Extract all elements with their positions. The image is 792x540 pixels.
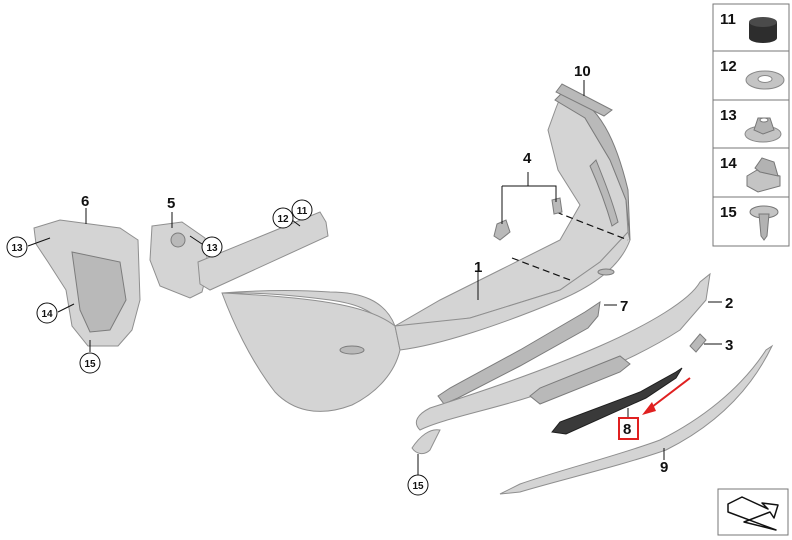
reflector-piece: [689, 333, 707, 353]
callouts: 1 2 3 4 5 6 7 9 10: [81, 63, 733, 476]
diffuser-panel: [411, 272, 711, 455]
svg-text:13: 13: [720, 107, 737, 124]
callout-10: 10: [574, 63, 591, 80]
highlight-box: [618, 417, 639, 440]
clip-nut-icon: [746, 157, 781, 193]
svg-text:12: 12: [277, 214, 289, 225]
legend-row-15: 15: [720, 204, 779, 241]
callout-1: 1: [474, 259, 482, 276]
svg-text:12: 12: [720, 58, 737, 75]
svg-text:13: 13: [11, 243, 23, 254]
lower-trim-strip: [499, 344, 774, 495]
highlight-callout-8: 8: [618, 377, 691, 440]
fastener-legend: 11 12 13 14: [712, 3, 790, 247]
side-bracket-6: [33, 219, 141, 347]
svg-text:15: 15: [84, 359, 96, 370]
side-bracket-5: [149, 221, 209, 299]
svg-text:15: 15: [412, 481, 424, 492]
rubber-stop-icon: [749, 17, 777, 43]
circled-13-mid: 13: [201, 236, 223, 258]
highlight-arrow: [647, 377, 691, 411]
svg-text:11: 11: [297, 206, 308, 217]
legend-row-13: 13: [720, 107, 782, 143]
circled-11: 11: [291, 199, 313, 221]
grille-strip: [551, 367, 683, 435]
spoiler-strip: [555, 83, 613, 117]
callout-5: 5: [167, 195, 175, 212]
callout-7: 7: [620, 298, 628, 315]
svg-text:14: 14: [41, 309, 53, 320]
callout-2: 2: [725, 295, 733, 312]
svg-text:14: 14: [720, 155, 737, 172]
highlight-arrowhead: [642, 402, 656, 415]
legend-row-14: 14: [720, 155, 781, 193]
circled-14: 14: [36, 302, 58, 324]
bracket-pair: [493, 197, 563, 241]
circled-15-left: 15: [79, 352, 101, 374]
circled-15-bottom: 15: [407, 474, 429, 496]
guide-rail: [197, 211, 329, 291]
svg-text:13: 13: [206, 243, 218, 254]
callout-6: 6: [81, 193, 89, 210]
leader-lines: [27, 80, 722, 476]
callout-8: 8: [623, 421, 631, 438]
callout-4: 4: [523, 150, 532, 167]
rear-bumper-panel: [221, 89, 631, 412]
expanding-rivet-icon: [749, 205, 779, 241]
arrow-navigation-icon[interactable]: [717, 488, 789, 536]
flange-nut-icon: [744, 117, 782, 143]
callout-3: 3: [725, 337, 733, 354]
washer-icon: [745, 70, 785, 90]
svg-text:15: 15: [720, 204, 737, 221]
legend-row-12: 12: [720, 58, 785, 90]
circled-13-left: 13: [6, 236, 28, 258]
circled-12: 12: [272, 207, 294, 229]
legend-row-11: 11: [720, 11, 777, 43]
callout-9: 9: [660, 459, 668, 476]
svg-text:11: 11: [720, 11, 736, 28]
circled-callouts: 13 14 15 13 12 11 15: [6, 199, 429, 496]
